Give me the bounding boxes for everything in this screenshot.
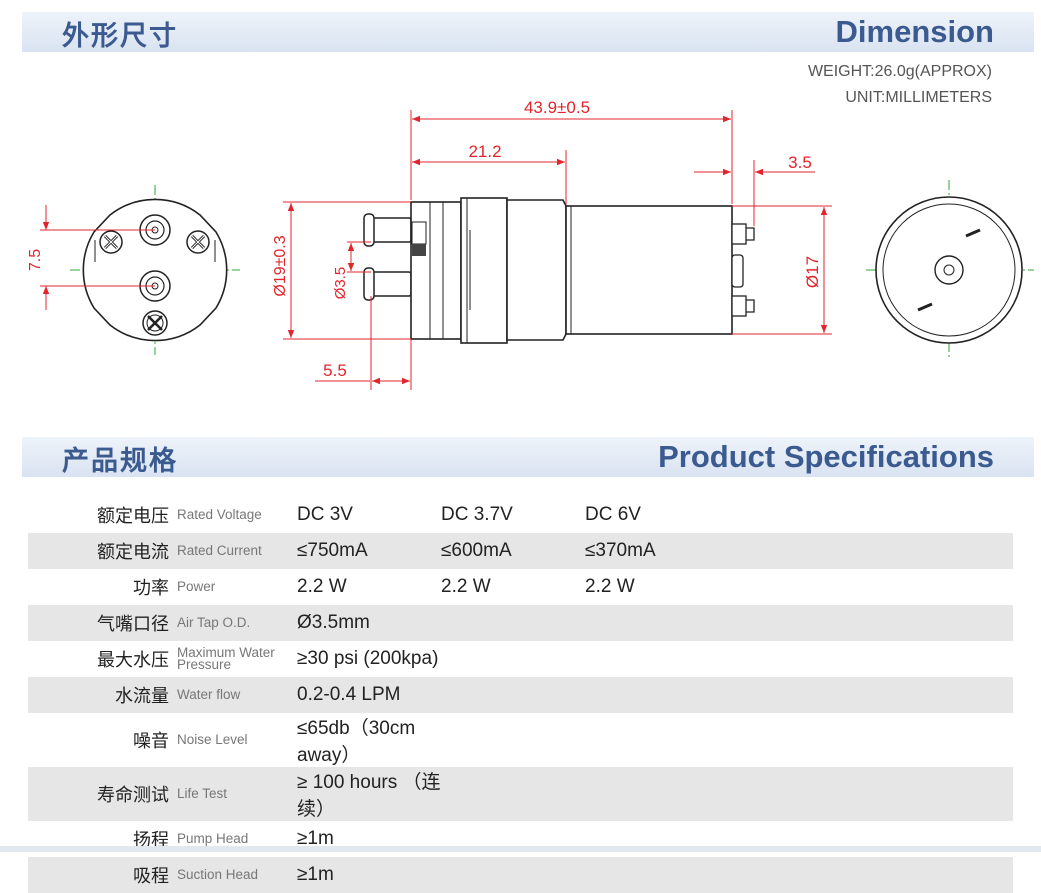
spec-value: ≤600mA [441, 540, 512, 561]
spec-row: 寿命测试 Life Test ≥ 100 hours （连续） [28, 767, 1013, 821]
spec-row: 扬程 Pump Head ≥1m [28, 821, 1013, 857]
spec-value [585, 767, 1013, 821]
spec-value: 2.2 W [441, 576, 491, 597]
spec-value: DC 6V [585, 504, 641, 525]
spec-row: 最大水压 Maximum Water Pressure ≥30 psi (200kp… [28, 641, 1013, 677]
spec-row: 气嘴口径 Air Tap O.D. Ø3.5mm [28, 605, 1013, 641]
dim-body-label: 21.2 [468, 142, 501, 161]
spec-row: 额定电压 Rated Voltage DC 3V DC 3.7V DC 6V [28, 497, 1013, 533]
spec-value: ≤370mA [585, 540, 656, 561]
front-view: 7.5 [27, 185, 240, 355]
spec-value [441, 857, 585, 893]
dimension-header: 外形尺寸 Dimension [22, 12, 1034, 52]
spec-label-en: Air Tap O.D. [177, 615, 251, 630]
spec-row: 额定电流 Rated Current ≤750mA ≤600mA ≤370mA [28, 533, 1013, 569]
spec-label-cn: 吸程 [133, 866, 169, 887]
dimension-title-en: Dimension [835, 14, 994, 49]
spec-value [441, 767, 585, 821]
spec-label-en: Life Test [177, 786, 228, 801]
side-view: 43.9±0.5 21.2 3.5 Ø19±0.3 Ø3.5 5.5 Ø17 [272, 98, 832, 390]
spec-label-cn: 扬程 [133, 830, 169, 851]
spec-value [585, 641, 1013, 677]
spec-value [441, 713, 585, 767]
spec-value: 2.2 W [585, 576, 635, 597]
spec-value: DC 3V [297, 504, 353, 525]
spec-value: 2.2 W [297, 576, 347, 597]
spec-value [441, 641, 585, 677]
dim-dia-body-label: Ø19±0.3 [272, 235, 289, 296]
spec-value [441, 605, 585, 641]
spec-label-en: Rated Current [177, 543, 262, 558]
spec-label-en: Water flow [177, 687, 241, 702]
spec-label-en: Noise Level [177, 732, 248, 747]
spec-row: 水流量 Water flow 0.2-0.4 LPM [28, 677, 1013, 713]
dim-tap-len-label: 5.5 [323, 361, 347, 380]
specs-title-cn: 产品规格 [62, 446, 178, 477]
spec-label-en: Power [177, 579, 216, 594]
bottom-divider [0, 846, 1041, 852]
dim-total-label: 43.9±0.5 [524, 98, 590, 117]
unit-text: UNIT:MILLIMETERS [845, 89, 992, 106]
spec-label-cn: 噪音 [133, 731, 169, 752]
spec-row: 噪音 Noise Level ≤65db（30cm away） [28, 713, 1013, 767]
dim-pitch-label: 7.5 [27, 249, 44, 271]
spec-value: ≥1m [297, 864, 334, 885]
spec-label-en: Rated Voltage [177, 507, 262, 522]
spec-value: ≥30 psi (200kpa) [297, 648, 439, 669]
rear-view [866, 180, 1034, 360]
spec-label-en: Pump Head [177, 831, 249, 846]
dimension-drawing: 7.5 43.9±0.5 21.2 [27, 98, 1034, 390]
spec-label-cn: 功率 [133, 578, 169, 599]
spec-label-cn: 寿命测试 [97, 785, 169, 806]
screw-icon-left [99, 230, 123, 254]
dim-motor-dia-label: Ø17 [803, 256, 822, 288]
spec-label-cn: 额定电压 [97, 506, 169, 527]
spec-value [585, 713, 1013, 767]
spec-value [585, 605, 1013, 641]
spec-row: 功率 Power 2.2 W 2.2 W 2.2 W [28, 569, 1013, 605]
screw-icon-bottom [142, 310, 168, 336]
dim-terminal-label: 3.5 [788, 153, 812, 172]
spec-row: 吸程 Suction Head ≥1m [28, 857, 1013, 893]
spec-value [585, 677, 1013, 713]
spec-value: ≤750mA [297, 540, 368, 561]
spec-value: 0.2-0.4 LPM [297, 684, 401, 705]
spec-label-cn: 最大水压 [97, 650, 169, 671]
spec-value: ≥ 100 hours （连续） [297, 772, 441, 820]
dim-dia-tap-label: Ø3.5 [332, 267, 349, 300]
spec-value [441, 677, 585, 713]
spec-value: Ø3.5mm [297, 612, 370, 633]
dimension-title-cn: 外形尺寸 [62, 21, 178, 52]
spec-label-cn: 额定电流 [97, 542, 169, 563]
spec-label-en: Maximum Water Pressure [177, 645, 275, 672]
spec-table: 额定电压 Rated Voltage DC 3V DC 3.7V DC 6V 额定电流 Ra… [28, 497, 1013, 893]
spec-label-en: Suction Head [177, 867, 259, 882]
spec-value: ≤65db（30cm away） [297, 718, 416, 766]
spec-value: DC 3.7V [441, 504, 513, 525]
spec-value [585, 857, 1013, 893]
weight-text: WEIGHT:26.0g(APPROX) [807, 63, 992, 80]
spec-label-cn: 气嘴口径 [97, 614, 169, 635]
spec-value: ≥1m [297, 828, 334, 849]
specs-title-en: Product Specifications [658, 439, 994, 474]
screw-icon-right [186, 230, 210, 254]
spec-label-cn: 水流量 [115, 686, 169, 707]
specs-header: 产品规格 Product Specifications [22, 437, 1034, 477]
